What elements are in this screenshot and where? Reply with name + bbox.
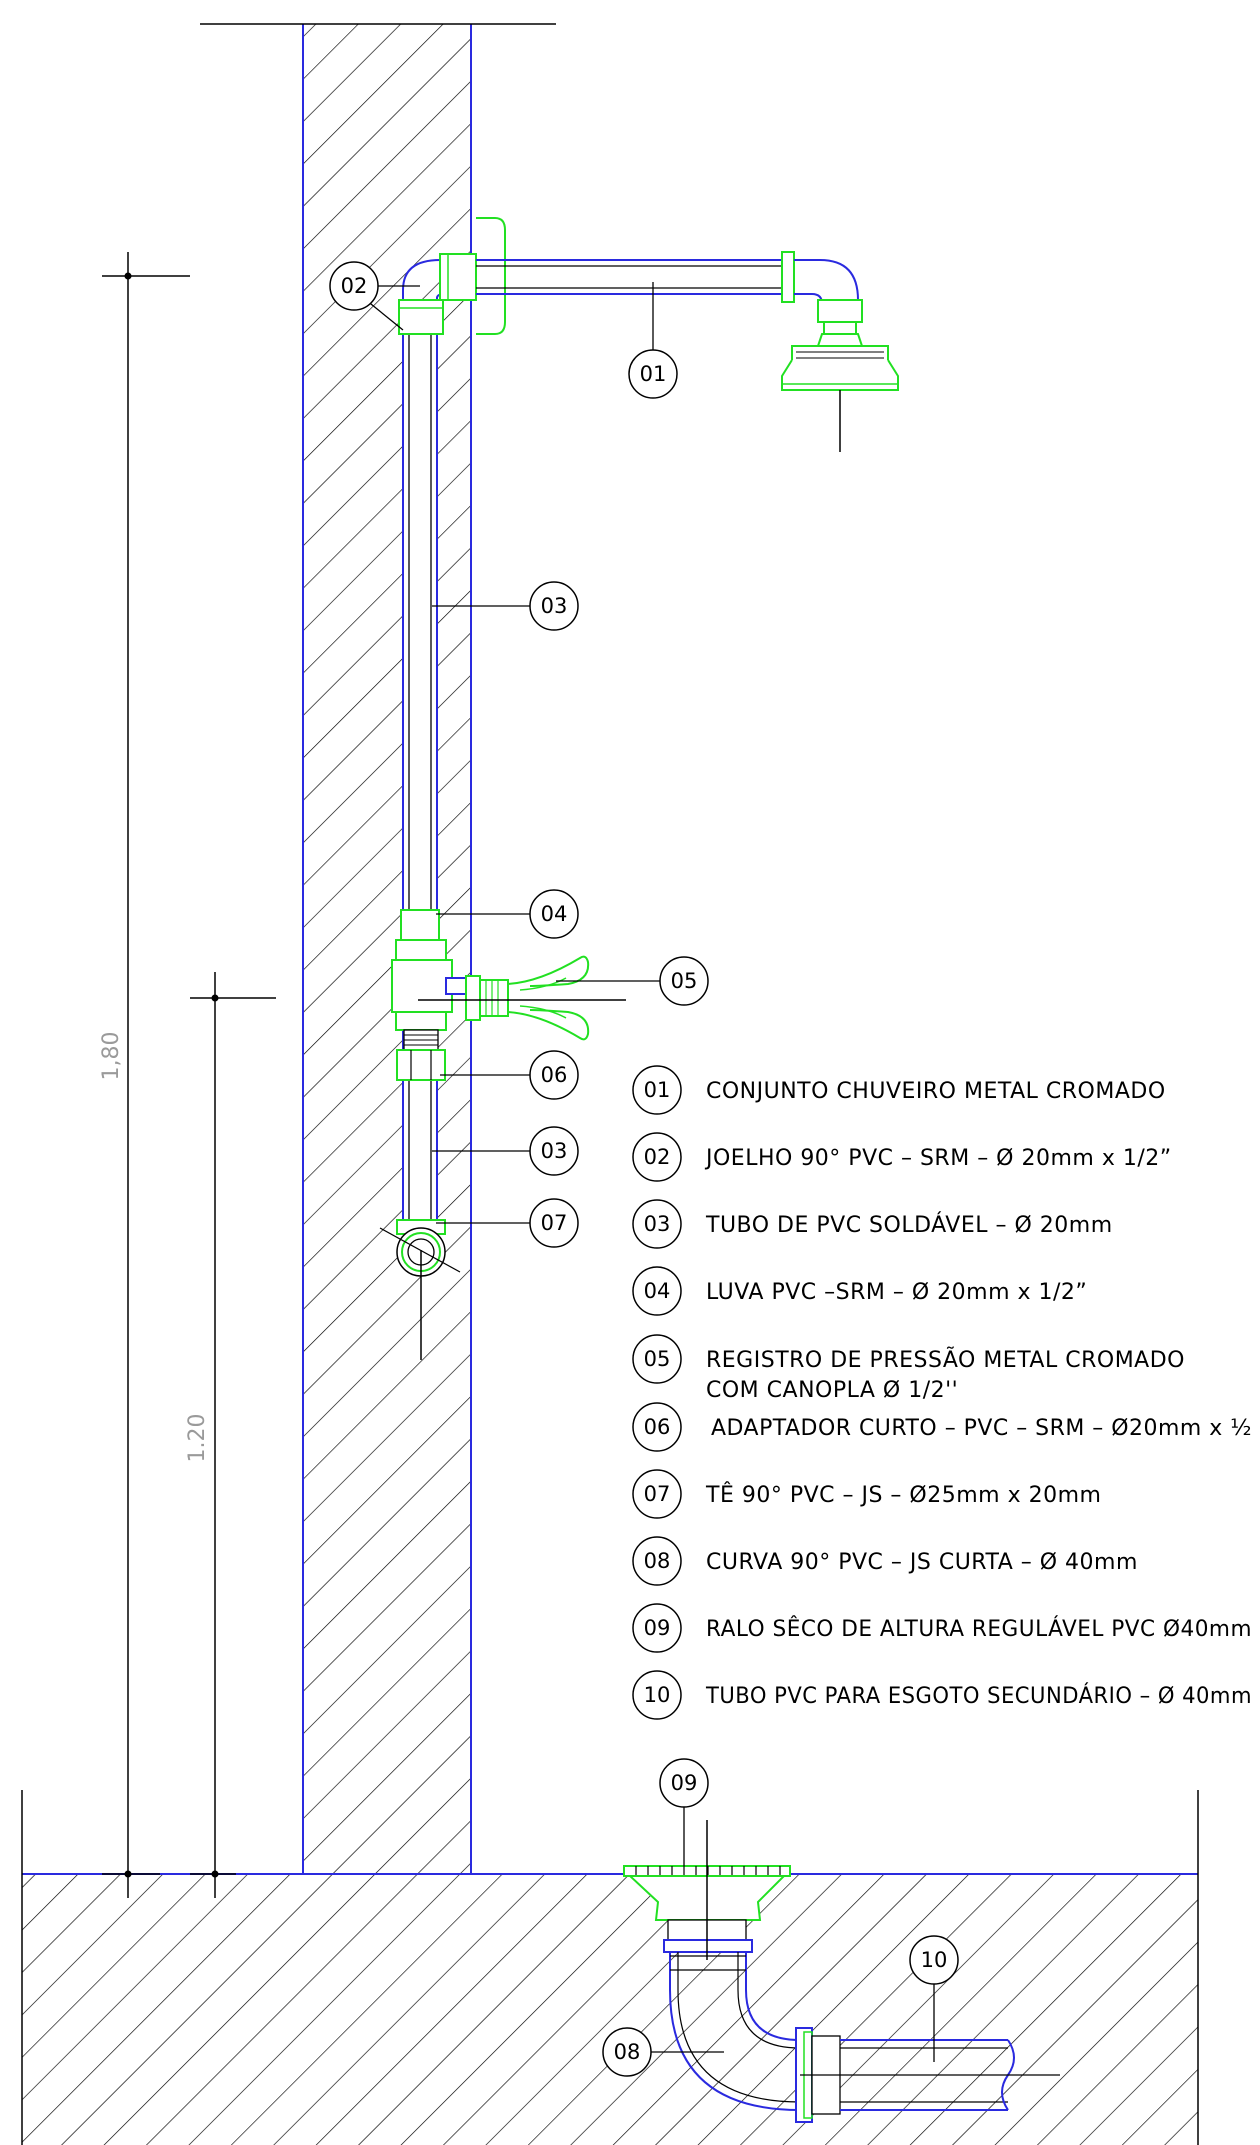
legend-number: 05 (644, 1347, 671, 1371)
legend-item-10: 10 TUBO PVC PARA ESGOTO SECUNDÁRIO – Ø 4… (632, 1670, 1252, 1720)
legend-number: 01 (644, 1078, 671, 1102)
callout-09: 09 (659, 1758, 709, 1866)
callout-10: 10 (909, 1935, 959, 2062)
pressure-valve (391, 939, 626, 1041)
vertical-pipe (402, 330, 438, 1225)
tag-09: 09 (671, 1771, 698, 1795)
callout-07: 07 (436, 1198, 579, 1248)
callout-05: 05 (556, 956, 709, 1006)
legend-item-02: 02 JOELHO 90° PVC – SRM – Ø 20mm x 1/2” (632, 1132, 1172, 1182)
legend-number: 08 (644, 1549, 671, 1573)
legend-item-01: 01 CONJUNTO CHUVEIRO METAL CROMADO (632, 1065, 1166, 1115)
adapter-06 (396, 1029, 446, 1081)
callout-03b: 03 (432, 1126, 579, 1176)
tag-01: 01 (640, 362, 667, 386)
legend-number: 07 (644, 1482, 671, 1506)
legend-text: JOELHO 90° PVC – SRM – Ø 20mm x 1/2” (704, 1146, 1172, 1171)
callout-06: 06 (440, 1050, 579, 1100)
tag-05: 05 (671, 969, 698, 993)
legend-item-08: 08 CURVA 90° PVC – JS CURTA – Ø 40mm (632, 1536, 1138, 1586)
legend-text: REGISTRO DE PRESSÃO METAL CROMADO (706, 1346, 1185, 1373)
dimension-label-120: 1.20 (185, 1414, 210, 1463)
tag-03-lower: 03 (541, 1139, 568, 1163)
legend-number: 02 (644, 1145, 671, 1169)
legend-number: 04 (644, 1279, 671, 1303)
legend-number: 06 (644, 1415, 671, 1439)
legend-item-09: 09 RALO SÊCO DE ALTURA REGULÁVEL PVC Ø40… (632, 1603, 1252, 1653)
legend-number: 09 (644, 1616, 671, 1640)
tag-02: 02 (341, 274, 368, 298)
legend-item-07: 07 TÊ 90° PVC – JS – Ø25mm x 20mm (632, 1469, 1101, 1519)
floor-drain (623, 1820, 791, 1960)
legend-text: ADAPTADOR CURTO – PVC – SRM – Ø20mm x ½ (711, 1416, 1252, 1441)
dimension-120: 1.20 (185, 972, 276, 1898)
tag-03-upper: 03 (541, 594, 568, 618)
legend-text: TUBO PVC PARA ESGOTO SECUNDÁRIO – Ø 40mm (705, 1683, 1252, 1709)
legend-item-03: 03 TUBO DE PVC SOLDÁVEL – Ø 20mm (632, 1199, 1113, 1249)
tag-08: 08 (614, 2040, 641, 2064)
tee-fitting (379, 1219, 461, 1360)
legend-item-04: 04 LUVA PVC –SRM – Ø 20mm x 1/2” (632, 1266, 1087, 1316)
legend: 01 CONJUNTO CHUVEIRO METAL CROMADO 02 JO… (632, 1065, 1252, 1720)
tag-07: 07 (541, 1211, 568, 1235)
legend-number: 03 (644, 1212, 671, 1236)
dimension-180: 1,80 (99, 252, 190, 1898)
shower-arm (476, 217, 859, 335)
legend-text: LUVA PVC –SRM – Ø 20mm x 1/2” (706, 1280, 1087, 1305)
shower-head (781, 299, 899, 452)
legend-text: TÊ 90° PVC – JS – Ø25mm x 20mm (705, 1482, 1101, 1508)
tag-04: 04 (541, 902, 568, 926)
tag-06: 06 (541, 1063, 568, 1087)
callout-02: 02 (329, 261, 420, 331)
wall (200, 23, 556, 1874)
legend-text: CONJUNTO CHUVEIRO METAL CROMADO (706, 1079, 1166, 1104)
legend-item-06: 06 ADAPTADOR CURTO – PVC – SRM – Ø20mm x… (632, 1402, 1252, 1452)
elbow-fitting (398, 253, 477, 335)
callout-01: 01 (628, 282, 678, 399)
callout-04: 04 (436, 889, 579, 939)
legend-number: 10 (644, 1683, 671, 1707)
tag-10: 10 (921, 1948, 948, 1972)
legend-text: RALO SÊCO DE ALTURA REGULÁVEL PVC Ø40mm (706, 1616, 1252, 1642)
callout-03a: 03 (432, 581, 579, 631)
legend-text-line2: COM CANOPLA Ø 1/2'' (706, 1378, 958, 1403)
callout-08: 08 (602, 2027, 724, 2077)
sewer-pipe (795, 2027, 1060, 2123)
legend-text: TUBO DE PVC SOLDÁVEL – Ø 20mm (705, 1212, 1113, 1238)
legend-item-05: 05 REGISTRO DE PRESSÃO METAL CROMADO COM… (632, 1334, 1185, 1403)
legend-text: CURVA 90° PVC – JS CURTA – Ø 40mm (706, 1550, 1138, 1575)
dimension-label-180: 1,80 (99, 1032, 124, 1081)
drain-curve (669, 1952, 801, 2111)
coupling-04 (400, 909, 440, 941)
floor-slab (21, 1790, 1199, 2145)
